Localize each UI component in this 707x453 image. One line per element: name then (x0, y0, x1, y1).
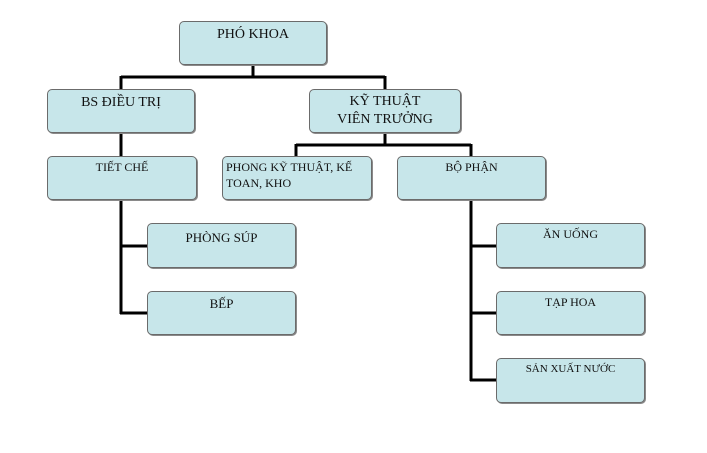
node-bs-dieu-tri: BS ĐIỀU TRỊ (47, 89, 195, 133)
node-label: PHÓ KHOA (217, 27, 289, 42)
node-label: PHÒNG SÚP (185, 230, 258, 245)
node-ky-thuat-vien-truong: KỸ THUẬT VIÊN TRƯỞNG (309, 89, 461, 133)
node-an-uong: ĂN UỐNG (496, 223, 645, 268)
node-label: PHONG KỸ THUẬT, KẾ TOAN, KHO (226, 160, 353, 190)
node-tap-hoa: TẠP HOA (496, 291, 645, 335)
node-bo-phan: BỘ PHẬN (397, 156, 546, 200)
node-label: BỘ PHẬN (445, 160, 498, 174)
node-label: ĂN UỐNG (543, 227, 598, 241)
node-label: KỸ THUẬT VIÊN TRƯỞNG (337, 94, 433, 127)
node-label: BẾP (209, 296, 234, 311)
node-bep: BẾP (147, 291, 296, 335)
node-label: BS ĐIỀU TRỊ (81, 95, 161, 110)
node-phong-ky-thuat: PHONG KỸ THUẬT, KẾ TOAN, KHO (222, 156, 372, 200)
node-label: TẠP HOA (544, 295, 597, 309)
node-pho-khoa: PHÓ KHOA (179, 21, 327, 65)
node-label: SẢN XUẤT NƯỚC (525, 363, 616, 375)
node-san-xuat-nuoc: SẢN XUẤT NƯỚC (496, 358, 645, 403)
node-label: TIẾT CHẾ (95, 160, 149, 174)
node-phong-sup: PHÒNG SÚP (147, 223, 296, 268)
node-tiet-che: TIẾT CHẾ (47, 156, 197, 200)
